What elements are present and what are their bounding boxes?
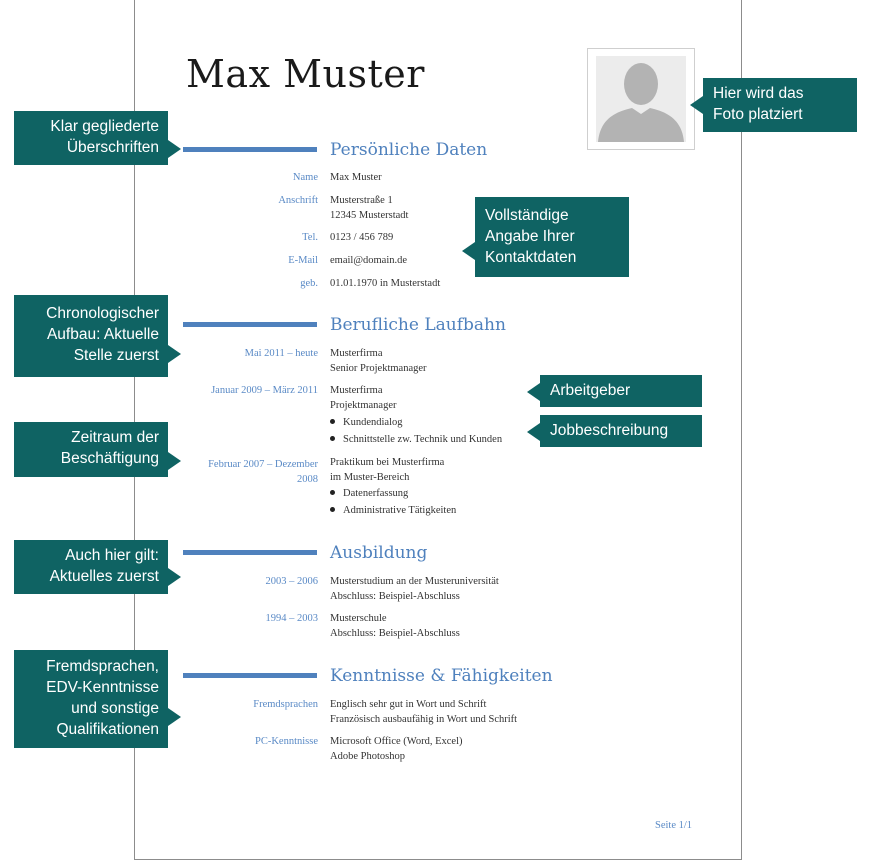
section-title-career: Berufliche Laufbahn <box>330 315 506 335</box>
person-silhouette-icon <box>596 56 686 142</box>
skills-value: Microsoft Office (Word, Excel) Adobe Pho… <box>330 736 463 762</box>
callout-pointer-icon <box>168 345 181 363</box>
label-name: Name <box>292 172 318 183</box>
career-value: Musterfirma Senior Projektmanager <box>330 348 427 374</box>
callout-photo: Hier wird das Foto platziert <box>703 78 857 132</box>
callout-pointer-icon <box>462 242 475 260</box>
skills-label: PC-Kenntnisse <box>255 736 318 747</box>
bullet-icon <box>330 490 335 496</box>
callout-job-description: Jobbeschreibung <box>540 415 702 447</box>
bullet-icon <box>330 419 335 425</box>
callout-pointer-icon <box>690 96 703 114</box>
label-phone: Tel. <box>302 232 318 243</box>
bullet-icon <box>330 436 335 442</box>
section-title-education: Ausbildung <box>330 543 428 563</box>
education-value: Musterschule Abschluss: Beispiel-Abschlu… <box>330 613 460 639</box>
callout-pointer-icon <box>168 568 181 586</box>
photo-placeholder <box>587 48 695 150</box>
label-birth: geb. <box>300 278 318 289</box>
career-value: Praktikum bei Musterfirma im Muster-Bere… <box>330 457 445 483</box>
callout-pointer-icon <box>168 708 181 726</box>
resume-name: Max Muster <box>186 52 425 96</box>
callout-headings: Klar gegliederte Überschriften <box>14 111 168 165</box>
section-bar <box>183 147 317 152</box>
callout-pointer-icon <box>527 423 540 441</box>
page-number: Seite 1/1 <box>655 820 693 831</box>
skills-value: Englisch sehr gut in Wort und Schrift Fr… <box>330 699 518 725</box>
callout-chronological: Chronologischer Aufbau: Aktuelle Stelle … <box>14 295 168 377</box>
section-title-personal: Persönliche Daten <box>330 140 488 160</box>
callout-employer: Arbeitgeber <box>540 375 702 407</box>
bullet-icon <box>330 507 335 513</box>
value-phone: 0123 / 456 789 <box>330 232 394 243</box>
career-date: Februar 2007 – Dezember 2008 <box>208 459 318 485</box>
section-bar <box>183 673 317 678</box>
callout-education-order: Auch hier gilt: Aktuelles zuerst <box>14 540 168 594</box>
career-date: Mai 2011 – heute <box>244 348 318 359</box>
value-email: email@domain.de <box>330 255 408 266</box>
bullet-item: Kundendialog <box>330 417 403 428</box>
skills-label: Fremdsprachen <box>253 699 318 710</box>
value-name: Max Muster <box>330 172 382 183</box>
callout-pointer-icon <box>168 140 181 158</box>
value-address: Musterstraße 1 12345 Musterstadt <box>330 195 409 221</box>
label-address: Anschrift <box>278 195 318 206</box>
education-date: 2003 – 2006 <box>265 576 319 587</box>
education-value: Musterstudium an der Musteruniversität A… <box>330 576 499 602</box>
section-bar <box>183 322 317 327</box>
bullet-item: Administrative Tätigkeiten <box>330 505 456 516</box>
callout-contact: Vollständige Angabe Ihrer Kontaktdaten <box>475 197 629 277</box>
callout-pointer-icon <box>168 452 181 470</box>
bullet-item: Schnittstelle zw. Technik und Kunden <box>330 434 502 445</box>
career-date: Januar 2009 – März 2011 <box>211 385 318 396</box>
callout-skills: Fremdsprachen, EDV-Kenntnisse und sonsti… <box>14 650 168 748</box>
section-title-skills: Kenntnisse & Fähigkeiten <box>330 666 553 686</box>
section-bar <box>183 550 317 555</box>
callout-pointer-icon <box>527 383 540 401</box>
callout-period: Zeitraum der Beschäftigung <box>14 422 168 477</box>
bullet-item: Datenerfassung <box>330 488 408 499</box>
career-value: Musterfirma Projektmanager <box>330 385 397 411</box>
value-birth: 01.01.1970 in Musterstadt <box>330 278 441 289</box>
education-date: 1994 – 2003 <box>265 613 319 624</box>
label-email: E-Mail <box>288 255 318 266</box>
